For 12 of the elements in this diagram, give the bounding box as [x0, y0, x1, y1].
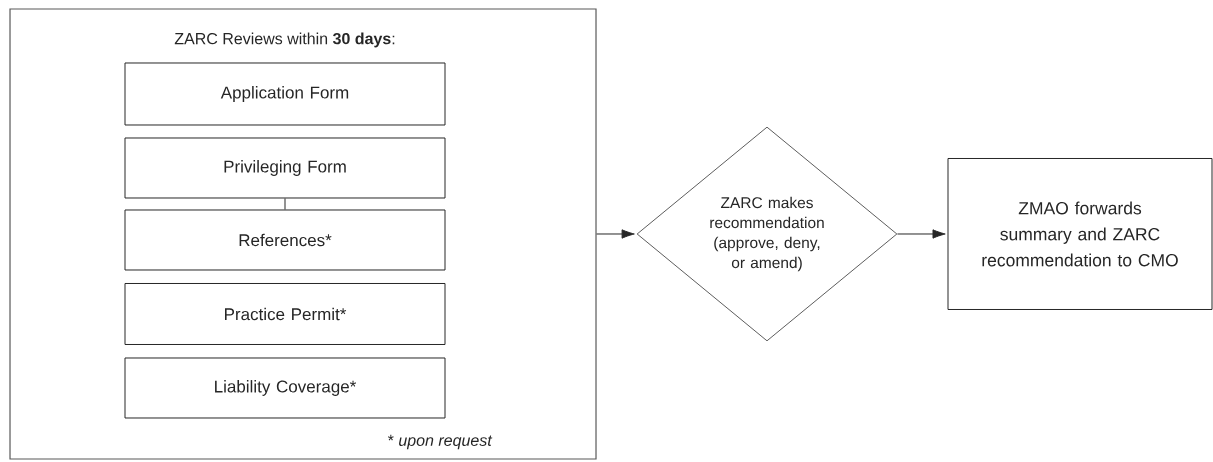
process-box: ZMAO forwards summary and ZARC recommendation to CMO [947, 158, 1213, 310]
connector-line [284, 198, 286, 210]
process-box: Application Form [124, 62, 446, 126]
process-box: Practice Permit* [124, 283, 446, 345]
process-box: References* [124, 209, 446, 271]
arrow [596, 229, 635, 239]
footnote: *upon request [387, 434, 493, 450]
process-box: Privileging Form [124, 137, 446, 199]
process-box: Liability Coverage* [124, 357, 446, 419]
arrow [896, 229, 946, 239]
node-text: ZARC makes recommendation (approve, deny, or amend) [710, 196, 824, 272]
box-heading: ZARC Reviews within 30 days: [174, 32, 395, 48]
